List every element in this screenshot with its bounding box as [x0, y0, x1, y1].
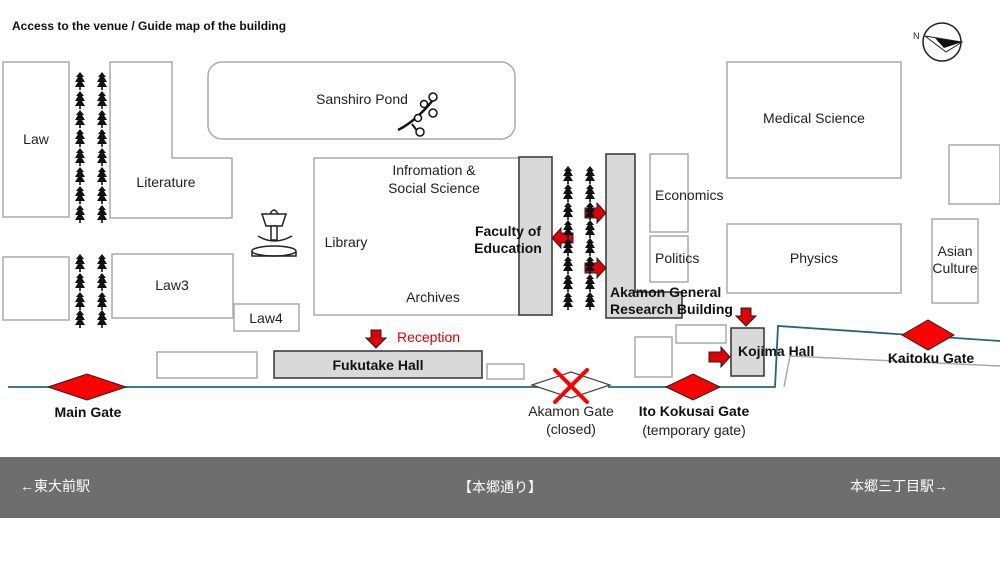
building-medical-science: [726, 61, 902, 179]
building-education-label-1: Faculty of: [475, 223, 541, 239]
street-right-station-label: 本郷三丁目駅→: [850, 478, 948, 494]
building-law4-label: Law4: [249, 310, 283, 326]
kojima-arrow-right-icon: [708, 346, 731, 368]
building-law4: [233, 303, 300, 332]
ito-kokusai-gate-label-1: Ito Kokusai Gate: [639, 403, 750, 419]
tree-row-center: [563, 166, 595, 310]
campus-inner-line: [783, 355, 1000, 388]
building-asian-label-1: Asian: [937, 243, 972, 259]
building-physics: [726, 223, 902, 294]
reception-label: Reception: [397, 329, 460, 345]
building-akamon-general-research: [605, 153, 683, 319]
building-kojima-hall: [730, 327, 765, 377]
reception-arrow-icon: [365, 329, 387, 349]
cherry-blossom-icon: [397, 92, 438, 137]
building-law-label: Law: [23, 131, 50, 147]
building-literature-label: Literature: [136, 174, 195, 190]
building-literature: [109, 61, 233, 219]
building-akamon-label-1: Akamon General: [610, 284, 721, 300]
main-gate-marker: [46, 373, 128, 401]
building-physics-label: Physics: [790, 250, 838, 266]
building-politics: [649, 235, 689, 283]
building-law: [2, 61, 70, 218]
building-library-label: Library: [325, 234, 368, 250]
sanshiro-pond-label: Sanshiro Pond: [316, 91, 408, 107]
building-library: [313, 157, 521, 316]
akamon-gate-label-2: (closed): [546, 421, 596, 437]
hongo-dori-street: [0, 457, 1000, 518]
main-gate-label: Main Gate: [55, 404, 122, 420]
kojima-arrow-down-icon: [735, 307, 757, 327]
building-lower-right-block: [675, 324, 727, 344]
building-medical-label: Medical Science: [763, 110, 865, 126]
sanshiro-pond: [207, 61, 516, 140]
ito-kokusai-gate-label-2: (temporary gate): [642, 422, 745, 438]
building-fukutake-label: Fukutake Hall: [332, 357, 423, 373]
building-archives-label: Archives: [406, 289, 460, 305]
building-info-label-1: Infromation &: [392, 162, 476, 178]
building-politics-label: Politics: [655, 250, 699, 266]
street-name-label: 【本郷通り】: [458, 479, 542, 495]
building-law3-label: Law3: [155, 277, 189, 293]
closed-x-icon: [553, 368, 589, 404]
fountain-icon: [251, 209, 297, 257]
street-left-station-label: ←東大前駅: [20, 478, 90, 494]
compass-north-label: N: [913, 31, 920, 41]
building-faculty-of-education: [518, 156, 553, 316]
ito-kokusai-gate-marker: [664, 373, 722, 401]
building-economics-label: Economics: [655, 187, 723, 203]
building-lower-mid-block: [634, 336, 673, 378]
building-education-label-2: Education: [474, 240, 542, 256]
map-title: Access to the venue / Guide map of the b…: [12, 19, 286, 33]
building-lower-left-block: [156, 351, 258, 379]
building-info-label-2: Social Science: [388, 180, 480, 196]
kaitoku-gate-label: Kaitoku Gate: [888, 350, 975, 366]
building-economics: [649, 153, 689, 233]
building-law3: [111, 253, 234, 319]
building-asian-culture: [931, 218, 979, 304]
kaitoku-gate-marker: [900, 319, 956, 351]
tree-row-left: [75, 72, 107, 328]
building-lower-small-block: [486, 363, 525, 380]
building-right-block: [948, 144, 1000, 205]
akamon-gate-label-1: Akamon Gate: [528, 403, 614, 419]
compass-icon: N: [913, 22, 964, 62]
building-fukutake-hall: [273, 350, 483, 379]
building-akamon-label-2: Research Building: [610, 301, 733, 317]
building-left-block: [2, 256, 70, 321]
building-asian-label-2: Culture: [932, 260, 977, 276]
